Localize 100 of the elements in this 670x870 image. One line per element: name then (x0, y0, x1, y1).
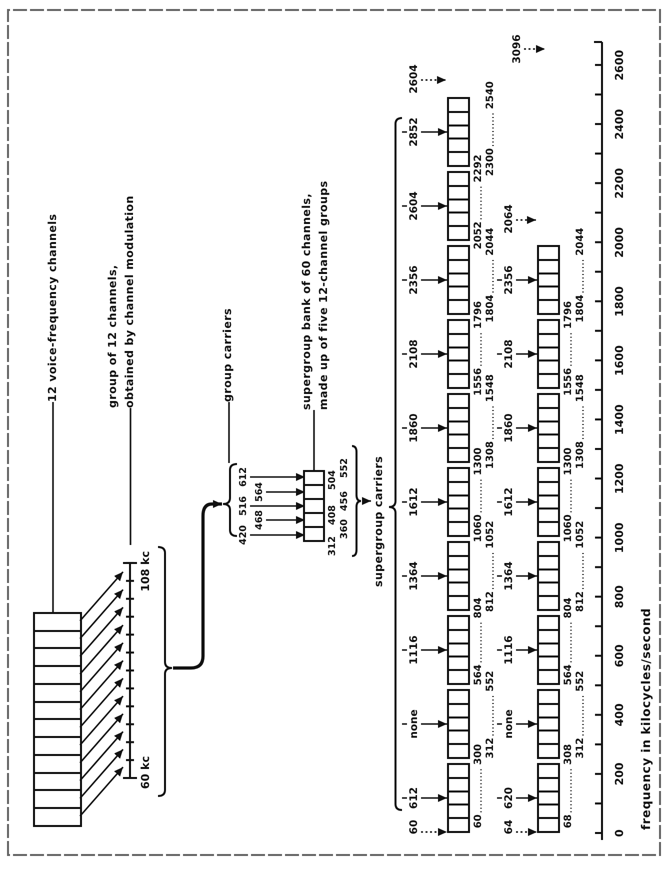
carrier-frequency: 2108 (408, 336, 421, 372)
supergroup-block (447, 245, 470, 315)
arrow (421, 424, 447, 432)
arrow (79, 660, 124, 710)
arrow (516, 276, 537, 284)
supergroup-bank (303, 470, 325, 542)
tick-label: 1400 (614, 404, 626, 435)
supergroup-block (447, 615, 470, 685)
range-value: 564 (563, 664, 575, 686)
range-value: 1300 (473, 448, 485, 476)
supergroup-block (537, 763, 560, 833)
range-value: 1060 (473, 514, 485, 542)
supergroup-block (447, 97, 470, 167)
carrier-frequency: 468 (254, 509, 266, 531)
carrier-frequency: 2852 (408, 114, 421, 150)
range-value: 552 (485, 670, 497, 692)
arrow (421, 572, 447, 580)
range-value: 2044 (575, 228, 587, 256)
arrow (79, 624, 124, 675)
arrow (516, 646, 537, 654)
range-value: 1308 (575, 441, 587, 469)
supergroup-block (447, 171, 470, 241)
tick-label: 2000 (614, 227, 626, 258)
supergroup-block (537, 689, 560, 759)
range-value: 1052 (575, 520, 587, 549)
carrier-frequency: 516 (238, 495, 250, 517)
supergroup-block (447, 689, 470, 759)
arrow (173, 500, 222, 670)
arrow (516, 498, 537, 506)
scale-label: 60 kc (139, 756, 152, 789)
carrier-frequency: 1612 (408, 484, 421, 520)
range-value: 1804 (485, 294, 497, 322)
leader-line (313, 410, 315, 470)
scale-label: 108 kc (139, 551, 152, 592)
tick-label: 1600 (614, 345, 626, 376)
carrier-frequency: 564 (254, 481, 266, 503)
range-value: 1796 (563, 300, 575, 329)
tick-label: 800 (614, 585, 626, 608)
range-value: 564 (473, 664, 485, 686)
range-value: 1556 (563, 368, 575, 396)
arrow (421, 720, 447, 728)
supergroup-block (537, 245, 560, 315)
arrow (250, 502, 305, 510)
frequency-value: 552 (339, 458, 351, 478)
arrow (79, 713, 124, 764)
carrier-frequency: 2108 (503, 336, 516, 372)
pilot-frequency: 2064 (503, 202, 516, 236)
range-value: 804 (473, 598, 485, 618)
arrow (79, 606, 124, 657)
pilot-frequency: 2604 (408, 62, 421, 96)
arrow (79, 731, 124, 782)
leader-line (228, 402, 230, 463)
pilot-frequency: 3096 (511, 32, 524, 66)
arrow (516, 828, 537, 836)
range-value: 1052 (485, 520, 497, 549)
carrier-frequency: 2356 (408, 262, 421, 298)
carrier-frequency: 1116 (408, 632, 421, 668)
range-value: 812 (575, 591, 587, 612)
range-value: 2540 (485, 81, 497, 110)
carrier-frequency: none (503, 706, 516, 742)
tick-label: 2400 (614, 108, 626, 140)
arrow (516, 350, 537, 358)
carrier-frequency: 2604 (408, 188, 421, 224)
range-value: 312 (575, 738, 587, 759)
arrow (79, 642, 124, 692)
carrier-frequency: none (408, 706, 421, 742)
arrow (516, 720, 537, 728)
arrow (79, 748, 124, 799)
range-value: 68 (563, 814, 575, 828)
arrow (516, 572, 537, 580)
range-value: 2292 (473, 154, 485, 182)
callout-text: group of 12 channels, obtained by channel modulation (104, 148, 138, 408)
arrow (516, 424, 537, 432)
leader-line (52, 402, 54, 612)
range-value: 2044 (485, 228, 497, 256)
leader-line (130, 408, 132, 545)
carrier-frequency: 1612 (503, 484, 516, 520)
range-value: 1548 (575, 374, 587, 402)
tick-label: 1000 (614, 522, 626, 554)
frequency-value: 504 (327, 470, 339, 490)
arrow (266, 488, 305, 496)
arrow (421, 794, 447, 802)
supergroup-block (447, 763, 470, 833)
supergroup-block (537, 467, 560, 537)
carrier-frequency: 1860 (408, 410, 421, 446)
arrow (421, 276, 447, 284)
arrow (516, 216, 536, 224)
arrow (421, 202, 447, 210)
callout-text: supergroup bank of 60 channels, made up of five 12-channel groups (298, 110, 334, 410)
range-value: 812 (485, 591, 497, 612)
arrow (79, 696, 124, 746)
tick-label: 200 (614, 762, 626, 786)
tick-label: 2600 (614, 50, 626, 80)
supergroup-block (447, 467, 470, 537)
arrow (266, 516, 305, 524)
arrow (250, 531, 305, 539)
arrow (421, 646, 447, 654)
supergroup-block (537, 615, 560, 685)
range-value: 1796 (473, 300, 485, 329)
range-value: 804 (563, 598, 575, 618)
